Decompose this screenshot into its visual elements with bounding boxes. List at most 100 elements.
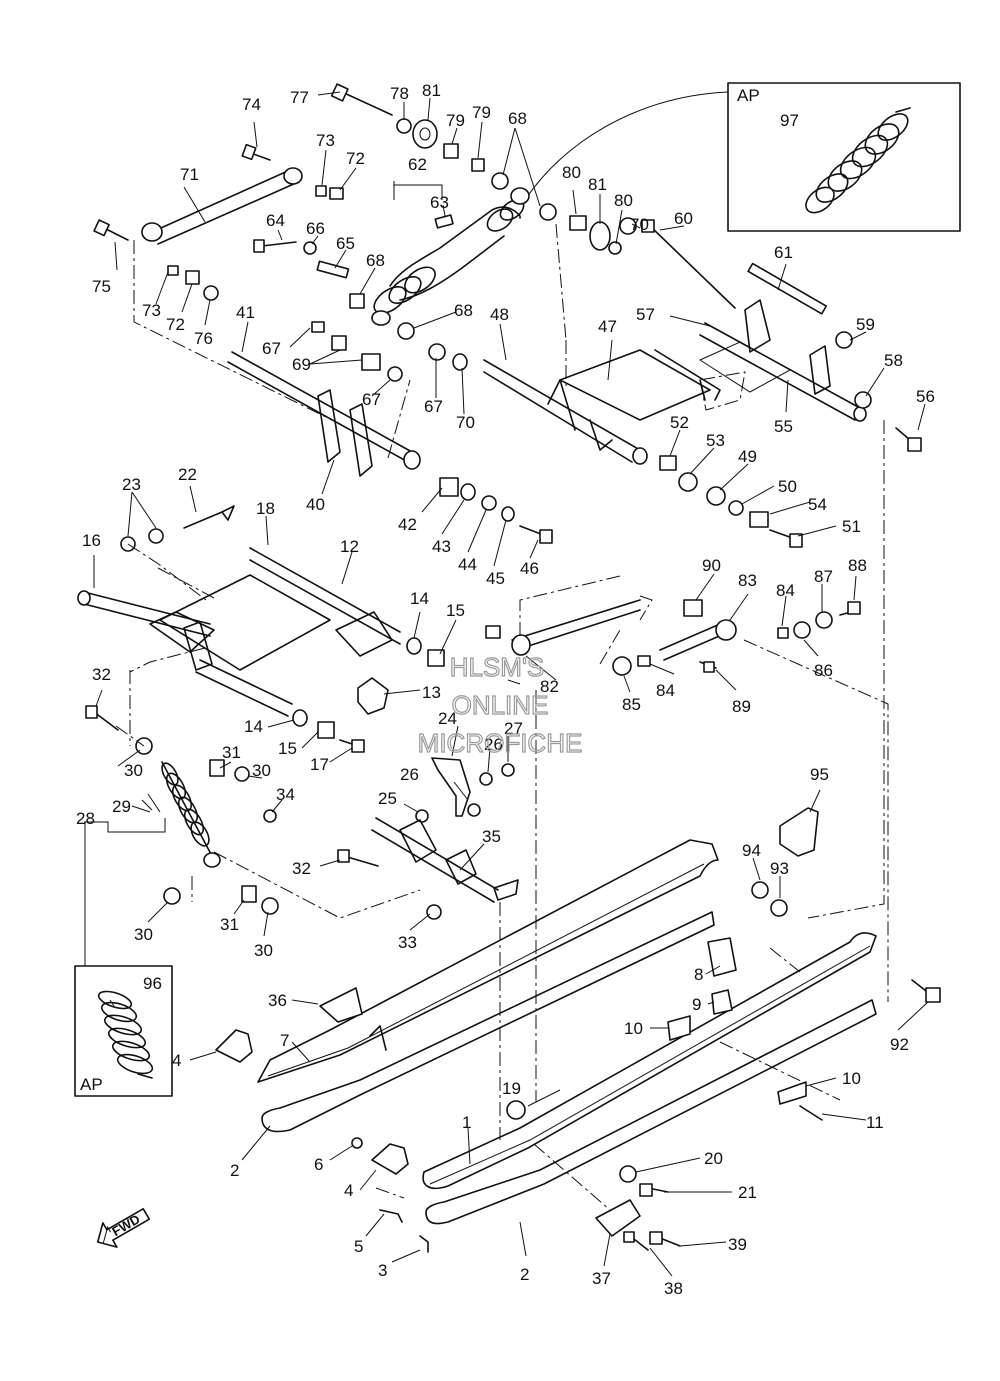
part-label-19: 19 xyxy=(502,1079,521,1098)
watermark-line-1: HLSM'S xyxy=(450,652,545,682)
part-label-12: 12 xyxy=(340,537,359,556)
part-label-30: 30 xyxy=(254,941,273,960)
part-label-15: 15 xyxy=(446,601,465,620)
inset-top-ap: AP xyxy=(524,82,961,232)
part-label-20: 20 xyxy=(704,1149,723,1168)
part-label-46: 46 xyxy=(520,559,539,578)
part-label-14: 14 xyxy=(244,717,263,736)
part-label-32: 32 xyxy=(92,665,111,684)
part-label-10: 10 xyxy=(842,1069,861,1088)
part-label-52: 52 xyxy=(670,413,689,432)
part-label-35: 35 xyxy=(482,827,501,846)
part-label-59: 59 xyxy=(856,315,875,334)
part-label-72: 72 xyxy=(166,315,185,334)
fwd-arrow-icon xyxy=(96,1208,151,1248)
part-label-67: 67 xyxy=(362,390,381,409)
part-label-70: 70 xyxy=(630,215,649,234)
part-label-1: 1 xyxy=(462,1113,471,1132)
part-label-14: 14 xyxy=(410,589,429,608)
part-label-28: 28 xyxy=(76,809,95,828)
part-label-15: 15 xyxy=(278,739,297,758)
part-label-78: 78 xyxy=(390,84,409,103)
part-label-31: 31 xyxy=(222,743,241,762)
part-label-4: 4 xyxy=(172,1051,181,1070)
part-label-33: 33 xyxy=(398,933,417,952)
part-label-58: 58 xyxy=(884,351,903,370)
part-label-29: 29 xyxy=(112,797,131,816)
part-label-51: 51 xyxy=(842,517,861,536)
part-label-97: 97 xyxy=(780,111,799,130)
part-label-25: 25 xyxy=(378,789,397,808)
part-label-93: 93 xyxy=(770,859,789,878)
part-label-61: 61 xyxy=(774,243,793,262)
part-label-96: 96 xyxy=(143,974,162,993)
part-label-80: 80 xyxy=(562,163,581,182)
fwd-label: FWD xyxy=(109,1211,142,1239)
part-label-49: 49 xyxy=(738,447,757,466)
part-label-7: 7 xyxy=(280,1031,289,1050)
part-label-18: 18 xyxy=(256,499,275,518)
watermark: HLSM'S ONLINE MICROFICHE xyxy=(417,651,583,758)
part-label-68: 68 xyxy=(454,301,473,320)
part-label-17: 17 xyxy=(310,755,329,774)
part-label-30: 30 xyxy=(124,761,143,780)
part-label-92: 92 xyxy=(890,1035,909,1054)
part-label-47: 47 xyxy=(598,317,617,336)
part-label-67: 67 xyxy=(424,397,443,416)
part-label-68: 68 xyxy=(366,251,385,270)
part-label-30: 30 xyxy=(134,925,153,944)
part-label-73: 73 xyxy=(142,301,161,320)
part-label-41: 41 xyxy=(236,303,255,322)
part-label-39: 39 xyxy=(728,1235,747,1254)
part-label-77: 77 xyxy=(290,88,309,107)
watermark-line-2: ONLINE xyxy=(452,690,549,720)
part-label-72: 72 xyxy=(346,149,365,168)
coil-spring-97-icon xyxy=(805,107,911,214)
part-label-3: 3 xyxy=(378,1261,387,1280)
part-label-42: 42 xyxy=(398,515,417,534)
part-label-60: 60 xyxy=(674,209,693,228)
inset-top-label: AP xyxy=(737,86,760,105)
part-label-84: 84 xyxy=(656,681,675,700)
part-label-2: 2 xyxy=(520,1265,529,1284)
part-label-31: 31 xyxy=(220,915,239,934)
part-label-95: 95 xyxy=(810,765,829,784)
part-label-63: 63 xyxy=(430,193,449,212)
part-label-89: 89 xyxy=(732,697,751,716)
part-label-27: 27 xyxy=(504,719,523,738)
inset-left-ap: AP xyxy=(74,822,173,1097)
part-label-75: 75 xyxy=(92,277,111,296)
part-label-10: 10 xyxy=(624,1019,643,1038)
part-label-36: 36 xyxy=(268,991,287,1010)
part-label-45: 45 xyxy=(486,569,505,588)
part-label-50: 50 xyxy=(778,477,797,496)
part-label-64: 64 xyxy=(266,211,285,230)
part-label-67: 67 xyxy=(262,339,281,358)
part-label-80: 80 xyxy=(614,191,633,210)
part-label-16: 16 xyxy=(82,531,101,550)
part-label-73: 73 xyxy=(316,131,335,150)
part-label-69: 69 xyxy=(292,355,311,374)
part-label-22: 22 xyxy=(178,465,197,484)
part-label-90: 90 xyxy=(702,556,721,575)
part-label-62: 62 xyxy=(408,155,427,174)
part-label-2: 2 xyxy=(230,1161,239,1180)
leader-lines xyxy=(93,91,929,1277)
assembly-lines xyxy=(115,223,889,1211)
part-label-66: 66 xyxy=(306,219,325,238)
part-label-83: 83 xyxy=(738,571,757,590)
part-label-38: 38 xyxy=(664,1279,683,1298)
coil-spring-96-icon xyxy=(97,990,154,1079)
part-label-65: 65 xyxy=(336,234,355,253)
part-label-79: 79 xyxy=(472,103,491,122)
part-label-94: 94 xyxy=(742,841,761,860)
part-label-34: 34 xyxy=(276,785,295,804)
watermark-line-3: MICROFICHE xyxy=(418,728,583,758)
inset-left-label: AP xyxy=(80,1075,103,1094)
part-drawings xyxy=(77,83,941,1253)
part-label-30: 30 xyxy=(252,761,271,780)
part-label-57: 57 xyxy=(636,305,655,324)
part-label-43: 43 xyxy=(432,537,451,556)
part-label-32: 32 xyxy=(292,859,311,878)
